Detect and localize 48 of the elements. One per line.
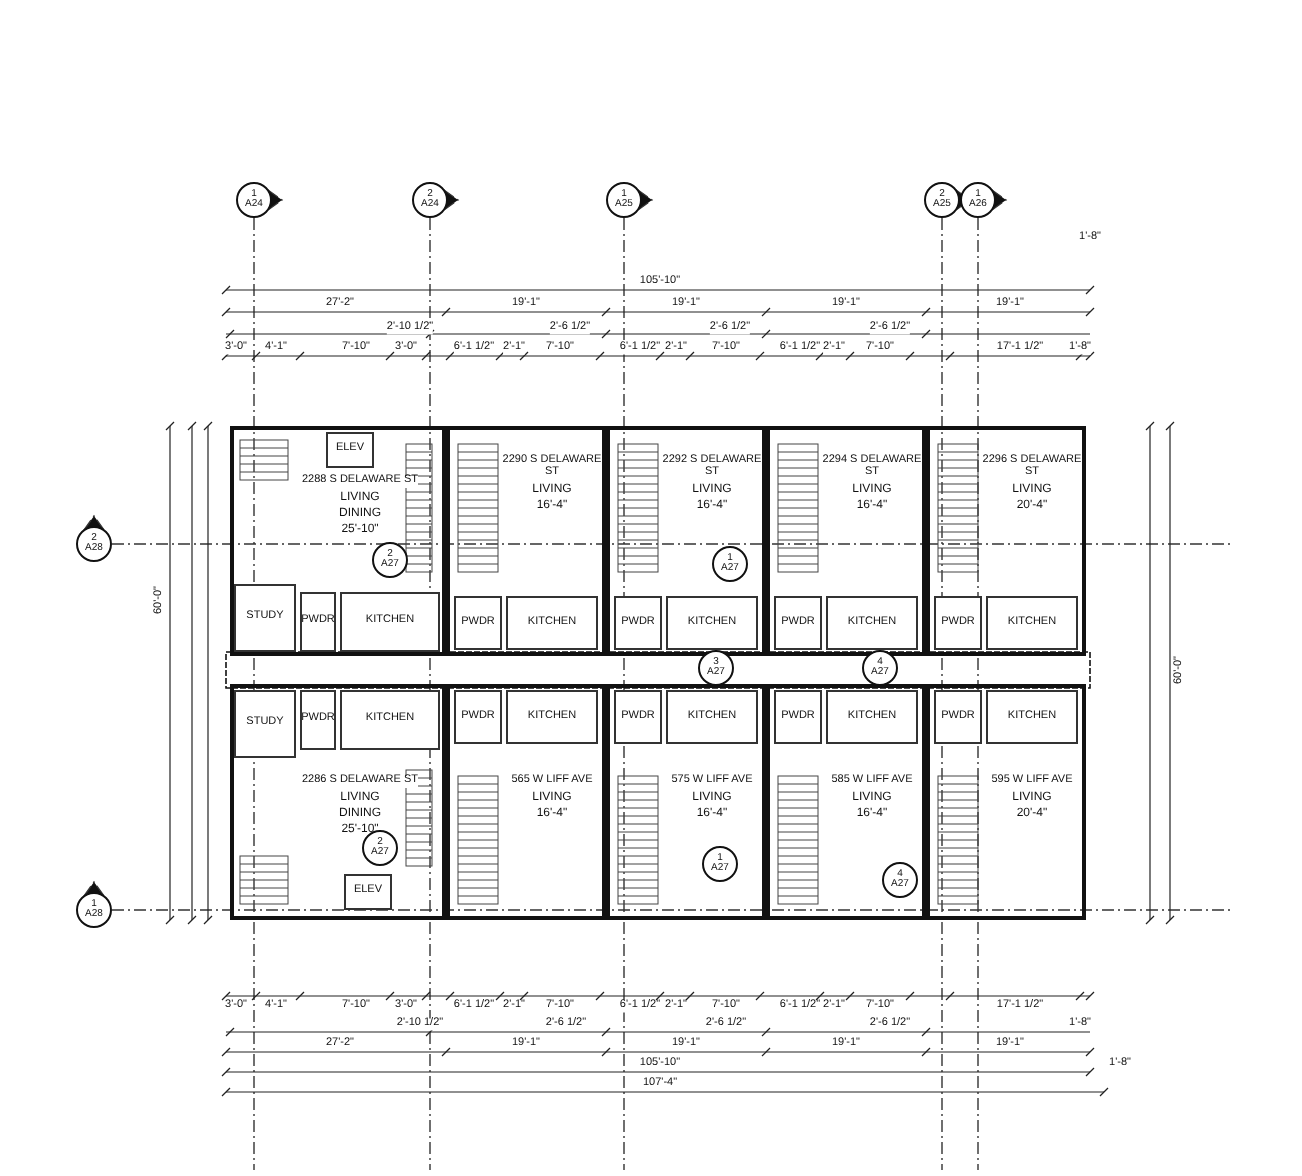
- section-marker: [236, 182, 272, 218]
- room-outline: [234, 690, 296, 758]
- room-outline: [300, 592, 336, 652]
- unit-outline: [446, 426, 606, 656]
- room-outline: [454, 596, 502, 650]
- section-marker: [862, 650, 898, 686]
- section-marker: [76, 892, 112, 928]
- room-outline: [300, 690, 336, 750]
- section-marker: [712, 546, 748, 582]
- room-outline: [454, 690, 502, 744]
- section-marker: [372, 542, 408, 578]
- room-outline: [666, 596, 758, 650]
- section-marker: [702, 846, 738, 882]
- room-outline: [234, 584, 296, 652]
- section-marker: [960, 182, 996, 218]
- unit-outline: [766, 684, 926, 920]
- room-outline: [340, 592, 440, 652]
- section-marker: [412, 182, 448, 218]
- room-outline: [826, 690, 918, 744]
- section-marker: [606, 182, 642, 218]
- room-outline: [774, 596, 822, 650]
- unit-outline: [446, 684, 606, 920]
- unit-outline: [926, 684, 1086, 920]
- section-marker: [698, 650, 734, 686]
- room-outline: [934, 596, 982, 650]
- room-outline: [986, 596, 1078, 650]
- section-marker: [362, 830, 398, 866]
- unit-outline: [926, 426, 1086, 656]
- room-outline: [344, 874, 392, 910]
- section-marker: [76, 526, 112, 562]
- section-marker: [924, 182, 960, 218]
- unit-outline: [230, 426, 446, 656]
- unit-outline: [230, 684, 446, 920]
- room-outline: [934, 690, 982, 744]
- room-outline: [506, 690, 598, 744]
- unit-outline: [606, 426, 766, 656]
- unit-outline: [766, 426, 926, 656]
- room-outline: [614, 596, 662, 650]
- room-outline: [326, 432, 374, 468]
- room-outline: [614, 690, 662, 744]
- room-outline: [986, 690, 1078, 744]
- room-outline: [826, 596, 918, 650]
- room-outline: [666, 690, 758, 744]
- unit-outline: [606, 684, 766, 920]
- room-outline: [340, 690, 440, 750]
- room-outline: [506, 596, 598, 650]
- section-marker: [882, 862, 918, 898]
- room-outline: [774, 690, 822, 744]
